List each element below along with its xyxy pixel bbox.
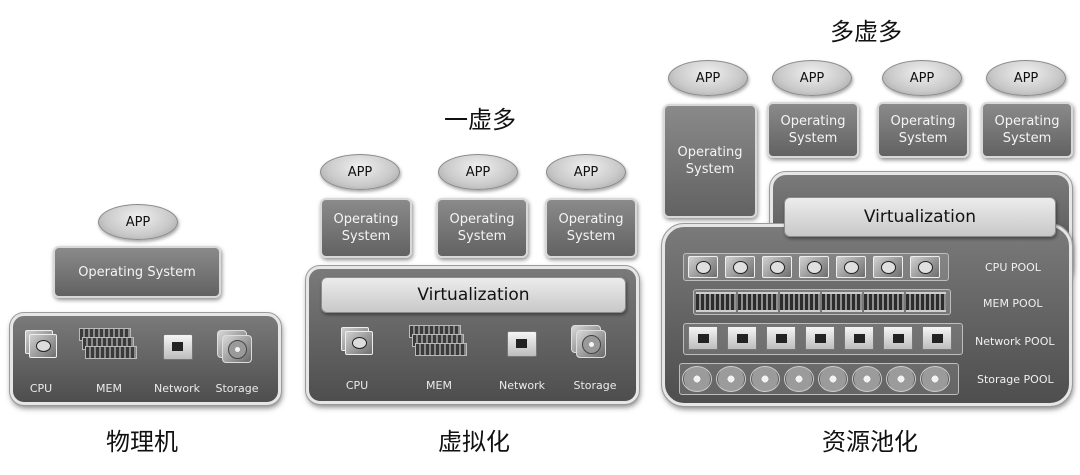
virt-operating-system-3: Operating System xyxy=(545,198,637,258)
os-label: Operating System xyxy=(78,264,196,280)
virtualization-layer: Virtualization xyxy=(321,277,626,313)
cpu-pool-row xyxy=(683,253,949,281)
pooling-title: 资源池化 xyxy=(822,428,918,456)
pool-operating-system-2: Operating System xyxy=(767,102,859,158)
pool-operating-system-4: Operating System xyxy=(981,102,1073,158)
storage-pool-row xyxy=(679,363,959,395)
cpu-icon xyxy=(341,327,373,355)
network-port-icon xyxy=(883,326,913,350)
app-label: APP xyxy=(799,70,825,86)
physical-title: 物理机 xyxy=(106,428,178,456)
memory-pool-row xyxy=(693,289,951,315)
cpu-pool-label: CPU POOL xyxy=(985,261,1041,274)
physical-hardware-panel: CPU MEM Network Storage xyxy=(9,312,282,406)
storage-pool-label: Storage POOL xyxy=(977,373,1054,386)
pool-operating-system-1: Operating System xyxy=(663,104,757,218)
network-port-icon xyxy=(805,326,835,350)
memory-icon xyxy=(696,292,736,312)
storage-disk-icon xyxy=(750,366,780,392)
storage-disk-icon xyxy=(682,366,712,392)
storage-disk-icon xyxy=(716,366,746,392)
app-label: APP xyxy=(347,164,373,180)
pool-app-bubble-3: APP xyxy=(882,60,962,96)
storage-disk-icon xyxy=(920,366,950,392)
virt-host-panel: Virtualization CPU MEM Network Storage xyxy=(305,265,640,405)
pool-app-bubble-2: APP xyxy=(772,60,852,96)
cpu-icon xyxy=(725,256,755,278)
storage-disk-icon xyxy=(886,366,916,392)
cpu-icon xyxy=(25,330,57,358)
pooling-heading: 多虚多 xyxy=(830,18,902,46)
memory-icon xyxy=(864,292,904,312)
app-label: APP xyxy=(909,70,935,86)
virt-operating-system-1: Operating System xyxy=(320,198,412,258)
virtualization-title: 虚拟化 xyxy=(438,428,510,456)
storage-disk-icon xyxy=(784,366,814,392)
storage-disk-icon xyxy=(571,325,607,358)
cpu-icon xyxy=(910,256,940,278)
storage-disk-icon xyxy=(818,366,848,392)
pool-virtualization-layer: Virtualization xyxy=(784,197,1056,237)
cpu-icon xyxy=(762,256,792,278)
component-label-mem: MEM xyxy=(426,379,452,392)
app-label: APP xyxy=(695,70,721,86)
network-port-icon xyxy=(844,326,874,350)
physical-operating-system: Operating System xyxy=(53,246,221,298)
pool-hardware-panel: CPU POOL MEM POOL Network POOL Storage P… xyxy=(661,223,1073,407)
pool-operating-system-3: Operating System xyxy=(877,102,969,158)
virt-app-bubble-1: APP xyxy=(320,154,400,190)
network-pool-row xyxy=(683,323,963,355)
memory-icon xyxy=(409,325,467,356)
network-port-icon xyxy=(688,326,718,350)
network-port-icon xyxy=(922,326,952,350)
pool-app-bubble-1: APP xyxy=(668,60,748,96)
component-label-mem: MEM xyxy=(96,382,122,395)
memory-icon xyxy=(906,292,946,312)
network-port-icon xyxy=(766,326,796,350)
app-label: APP xyxy=(125,214,151,230)
memory-icon xyxy=(780,292,820,312)
component-label-network: Network xyxy=(154,382,200,395)
network-port-icon xyxy=(727,326,757,350)
storage-disk-icon xyxy=(217,330,253,363)
memory-icon xyxy=(79,328,137,359)
cpu-icon xyxy=(799,256,829,278)
storage-disk-icon xyxy=(852,366,882,392)
app-label: APP xyxy=(573,164,599,180)
memory-icon xyxy=(738,292,778,312)
virt-operating-system-2: Operating System xyxy=(436,198,528,258)
cpu-icon xyxy=(688,256,718,278)
component-label-cpu: CPU xyxy=(29,382,53,395)
pool-app-bubble-4: APP xyxy=(986,60,1066,96)
network-port-icon xyxy=(163,334,193,360)
component-label-cpu: CPU xyxy=(345,379,369,392)
memory-icon xyxy=(822,292,862,312)
virtualization-heading: 一虚多 xyxy=(444,106,516,134)
component-label-storage: Storage xyxy=(573,379,617,392)
cpu-icon xyxy=(836,256,866,278)
app-label: APP xyxy=(1013,70,1039,86)
physical-app-bubble: APP xyxy=(98,204,178,240)
memory-pool-label: MEM POOL xyxy=(983,297,1043,310)
virt-app-bubble-3: APP xyxy=(546,154,626,190)
component-label-storage: Storage xyxy=(215,382,259,395)
cpu-icon xyxy=(873,256,903,278)
network-port-icon xyxy=(507,331,537,357)
app-label: APP xyxy=(465,164,491,180)
component-label-network: Network xyxy=(499,379,545,392)
virt-app-bubble-2: APP xyxy=(438,154,518,190)
network-pool-label: Network POOL xyxy=(975,335,1055,348)
